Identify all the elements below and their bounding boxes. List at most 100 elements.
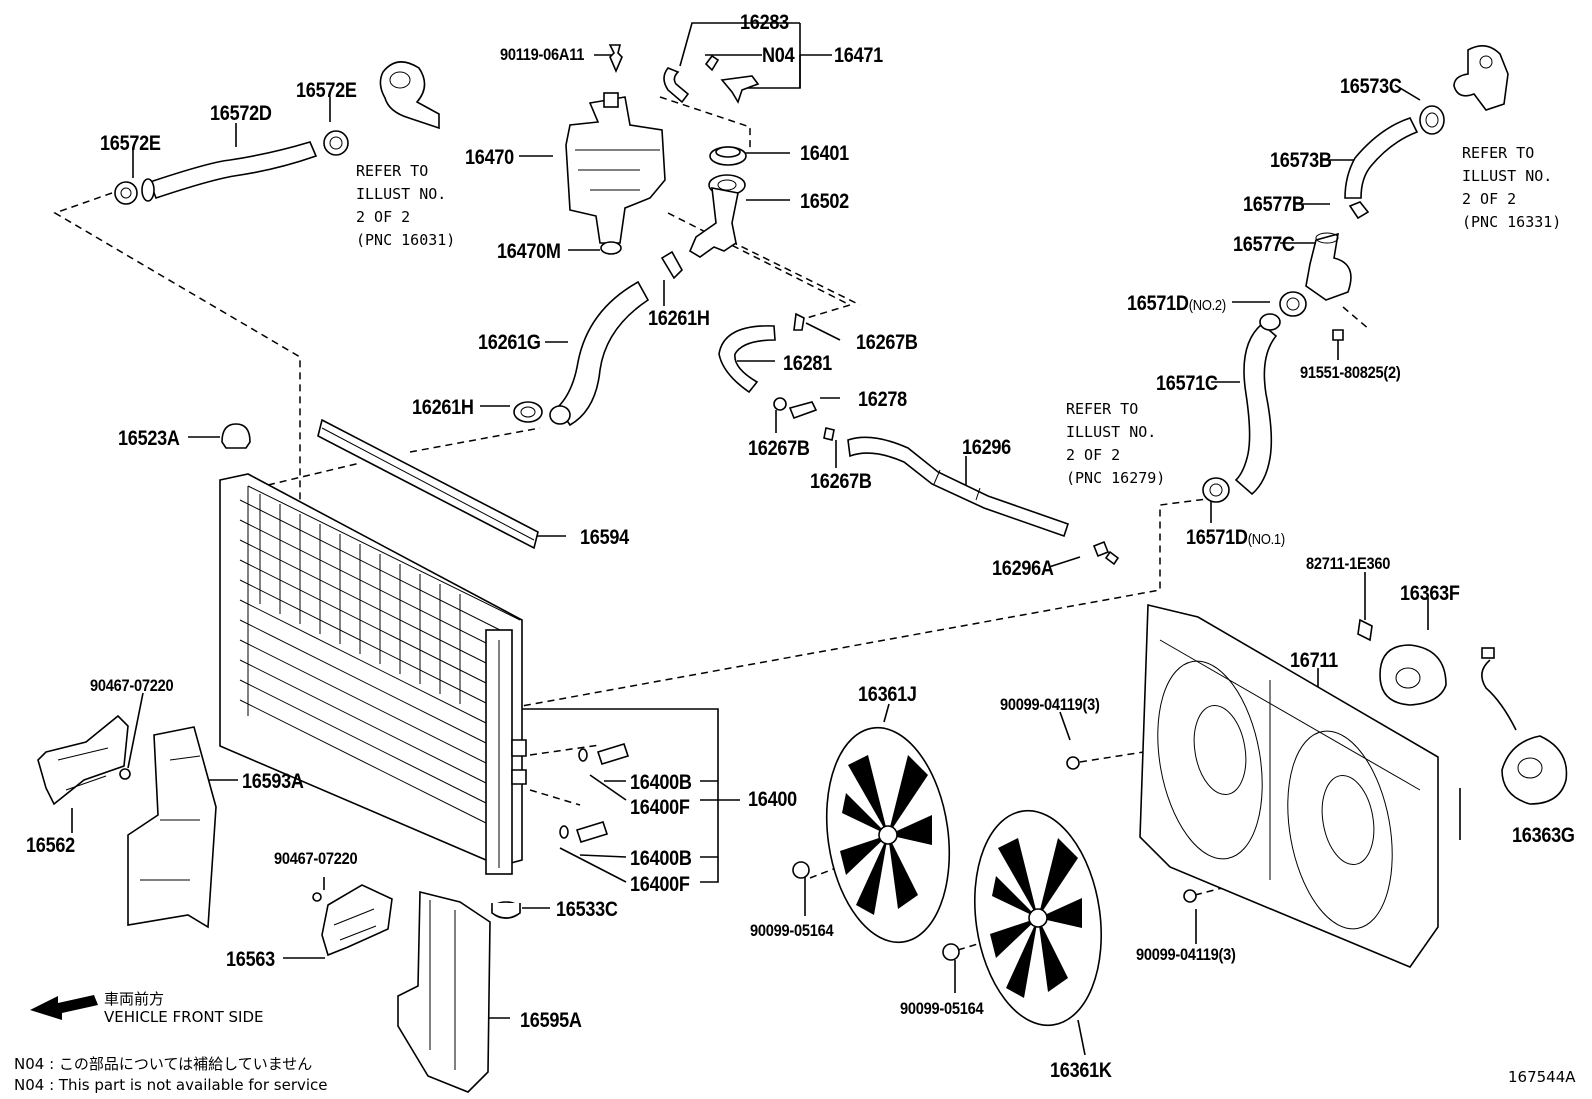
refer-note-line: 2 OF 2 [1066,446,1121,464]
label-16571D-no2-num: 16571D [1127,292,1189,315]
refer-note-line: REFER TO [1066,400,1139,418]
water-outlet [379,61,440,130]
support-16594 [317,418,539,550]
dashed-connections [53,96,1391,951]
label-16261H-lower: 16261H [412,396,474,419]
label-90099-04119-upper: 90099-04119(3) [1000,695,1100,714]
label-16400F-upper: 16400F [630,796,690,819]
label-16573B: 16573B [1270,149,1332,172]
motor-16363G [1481,647,1568,805]
label-16400F-lower: 16400F [630,873,690,896]
label-16571D-no1: 16571D(NO.1) [1186,527,1285,548]
clamp-16267B-a [793,312,805,331]
label-16401: 16401 [800,142,849,165]
label-16563: 16563 [226,948,275,971]
label-16533C: 16533C [556,898,618,921]
hose-16572D [141,141,318,202]
label-16711: 16711 [1290,649,1338,672]
hose-16261G [549,280,650,427]
label-16571D-no2-suffix: (NO.2) [1188,297,1226,314]
label-16571D-no1-suffix: (NO.1) [1247,531,1285,548]
label-16296A: 16296A [992,557,1054,580]
label-16470: 16470 [465,146,514,169]
vehicle-front-label-en: VEHICLE FRONT SIDE [104,1008,264,1026]
clip-82711 [1357,618,1373,642]
label-16267B-b: 16267B [748,437,810,460]
label-90099-05164-right: 90099-05164 [900,999,984,1018]
label-16571C: 16571C [1156,372,1218,395]
label-16523A: 16523A [118,427,180,450]
label-91551-80825: 91551-80825(2) [1300,363,1401,382]
air-guide-16563 [321,884,393,957]
n04-note-jp: N04 : この部品については補給していません [14,1055,313,1073]
clamp-16572E [114,130,349,205]
seal-16595A [397,890,491,1093]
refer-note-line: ILLUST NO. [356,185,447,203]
hose-16571C [1234,313,1281,496]
fan-shroud-16711 [1139,603,1439,968]
label-16572E-right: 16572E [296,79,357,102]
label-16577C: 16577C [1233,233,1295,256]
label-16562: 16562 [26,834,75,857]
label-16471: 16471 [834,44,883,67]
label-16267B-a: 16267B [856,331,918,354]
fan-16361K [973,809,1103,1027]
radiator-16400 [219,473,527,875]
label-90099-04119-lower: 90099-04119(3) [1136,945,1236,964]
label-16261G: 16261G [478,331,541,354]
cap-16471 [704,54,760,104]
label-90119-06A11: 90119-06A11 [500,45,585,64]
refer-note-pnc-16331: REFER TO ILLUST NO. 2 OF 2 (PNC 16331) [1462,142,1561,234]
filler-neck-16502 [688,174,746,258]
label-16593A: 16593A [242,770,304,793]
label-16278: 16278 [858,388,907,411]
label-16572E-left: 16572E [100,132,161,155]
fitting-16278 [773,397,835,441]
refer-note-line: (PNC 16031) [356,231,456,249]
refer-note-line: ILLUST NO. [1066,423,1157,441]
label-90099-05164-left: 90099-05164 [750,921,834,940]
clamp-16573C [1419,105,1445,135]
n04-note-en: N04 : This part is not available for ser… [14,1076,328,1094]
hose-16296 [847,436,1070,538]
nuts-90099 [792,756,1197,961]
label-82711-1E360: 82711-1E360 [1306,554,1391,573]
label-90467-07220-lower: 90467-07220 [274,849,358,868]
refer-note-line: ILLUST NO. [1462,167,1553,185]
label-16361K: 16361K [1050,1059,1112,1082]
refer-note-line: REFER TO [1462,144,1535,162]
fitting-16577 [1305,201,1370,301]
label-16400B-upper: 16400B [630,771,692,794]
refer-note-line: 2 OF 2 [1462,190,1517,208]
label-16281: 16281 [783,352,832,375]
cap-16401 [709,146,747,166]
label-16400: 16400 [748,788,797,811]
thermostat-housing [1453,45,1509,111]
label-16267B-c: 16267B [810,470,872,493]
reservoir-tank [565,44,690,255]
grommet-16533C [491,901,521,919]
label-16283: 16283 [740,11,789,34]
label-16572D: 16572D [210,102,272,125]
refer-note-line: REFER TO [356,162,429,180]
label-16363G: 16363G [1512,824,1575,847]
refer-note-pnc-16031: REFER TO ILLUST NO. 2 OF 2 (PNC 16031) [356,160,455,252]
clamp-16261H-lower [513,401,543,423]
label-16595A: 16595A [520,1009,582,1032]
cap-16523A [221,423,251,449]
label-16470M: 16470M [497,240,561,263]
label-16577B: 16577B [1243,193,1305,216]
label-16571D-no2: 16571D(NO.2) [1127,293,1226,314]
label-16363F: 16363F [1400,582,1460,605]
label-16594: 16594 [580,526,629,549]
label-16296: 16296 [962,436,1011,459]
label-16571D-no1-num: 16571D [1186,526,1248,549]
drain-plugs [559,743,630,843]
motor-16363F [1379,644,1447,706]
leader-lines [71,22,1461,1056]
label-90467-07220-upper: 90467-07220 [90,676,174,695]
refer-note-line: (PNC 16331) [1462,213,1562,231]
clip-90467 [119,768,322,902]
fan-16361J [825,726,951,944]
